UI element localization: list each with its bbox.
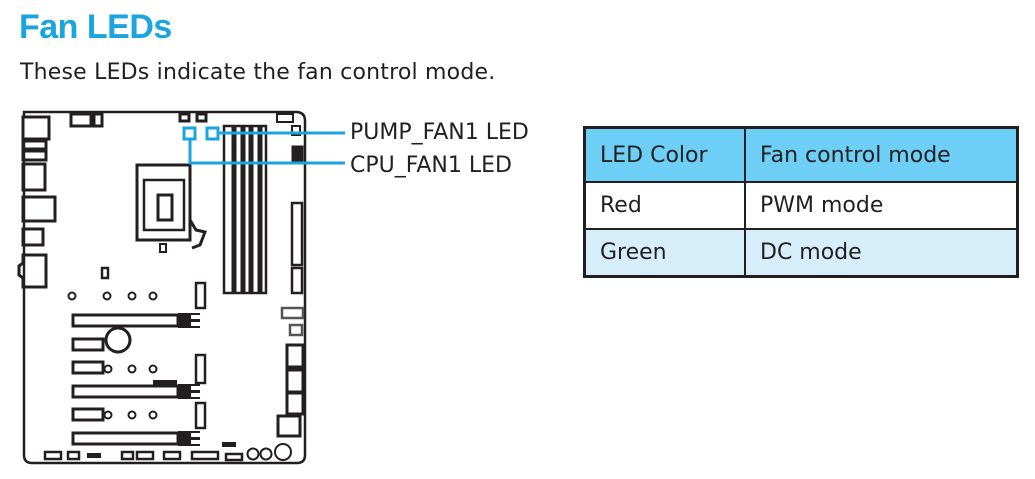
connector: [291, 145, 304, 162]
header: [87, 453, 101, 458]
column-header-fan-mode: Fan control mode: [744, 126, 1019, 183]
rear-io-block: [21, 195, 57, 223]
connector: [194, 281, 207, 310]
atx-power: [290, 201, 304, 267]
cpu-fan1-led-label: CPU_FAN1 LED: [350, 153, 512, 178]
header: [224, 452, 244, 462]
connector: [194, 353, 207, 385]
connector: [92, 112, 104, 128]
pump-fan1-led-marker: [205, 126, 220, 141]
cpu-lever: [188, 219, 208, 250]
mount-hole: [127, 291, 137, 301]
connector: [276, 113, 294, 123]
cpu-die: [156, 193, 174, 222]
pcie-slot: [71, 313, 180, 328]
m2-slot: [71, 337, 105, 352]
mount-hole: [148, 291, 158, 301]
mount-hole: [103, 410, 113, 420]
board-outline: [22, 110, 307, 465]
connector: [280, 306, 305, 320]
connector: [178, 112, 191, 123]
button: [274, 443, 292, 461]
connector: [291, 125, 301, 136]
button: [246, 447, 260, 461]
cell-fan-mode: DC mode: [744, 228, 1019, 278]
cpu-socket-inner: [142, 178, 186, 232]
pump-fan1-led-label: PUMP_FAN1 LED: [350, 120, 529, 145]
mount-hole: [148, 410, 158, 420]
connector: [100, 266, 110, 280]
mount-hole: [67, 291, 77, 301]
pcie-x1: [71, 407, 105, 422]
header: [43, 450, 63, 461]
rear-io-block: [21, 139, 48, 151]
pcie-x1: [71, 360, 105, 375]
pcie-slot: [71, 431, 180, 446]
connector: [194, 401, 207, 430]
cell-led-color: Red: [583, 181, 746, 230]
cell-fan-mode: PWM mode: [744, 181, 1019, 230]
header: [162, 450, 182, 461]
connector: [276, 414, 302, 438]
button: [259, 447, 273, 461]
cell-led-color: Green: [583, 228, 746, 278]
mount-hole: [127, 364, 137, 374]
header: [190, 450, 220, 461]
connector: [195, 112, 208, 123]
mount-hole: [102, 291, 112, 301]
sata-port: [285, 343, 305, 369]
header: [66, 450, 81, 461]
audio-block: [17, 253, 48, 289]
rear-io-block: [21, 149, 48, 162]
table-row: Green DC mode: [583, 228, 1019, 278]
socket-pin: [159, 243, 167, 253]
connector: [69, 112, 93, 128]
mount-hole: [148, 364, 158, 374]
page-title: Fan LEDs: [19, 8, 172, 46]
cpu-socket: [135, 163, 192, 242]
pcie-slot: [71, 384, 180, 399]
column-header-led-color: LED Color: [583, 126, 746, 183]
page-description: These LEDs indicate the fan control mode…: [20, 60, 496, 85]
rear-io-block: [21, 115, 51, 141]
connector: [290, 266, 304, 295]
rear-io-block: [21, 227, 45, 247]
connector: [288, 323, 304, 337]
header: [120, 450, 135, 461]
table-header-row: LED Color Fan control mode: [583, 126, 1019, 183]
mount-hole: [103, 364, 113, 374]
sata-port: [285, 368, 305, 394]
led-mode-table: LED Color Fan control mode Red PWM mode …: [583, 126, 1019, 278]
header: [135, 450, 155, 461]
cmos-battery: [104, 326, 132, 354]
motherboard-diagram: [17, 110, 345, 465]
table-row: Red PWM mode: [583, 181, 1019, 230]
mount-hole: [127, 410, 137, 420]
rear-io-block: [21, 162, 47, 192]
sata-port: [285, 391, 305, 416]
cpu-fan1-led-marker: [182, 126, 197, 141]
